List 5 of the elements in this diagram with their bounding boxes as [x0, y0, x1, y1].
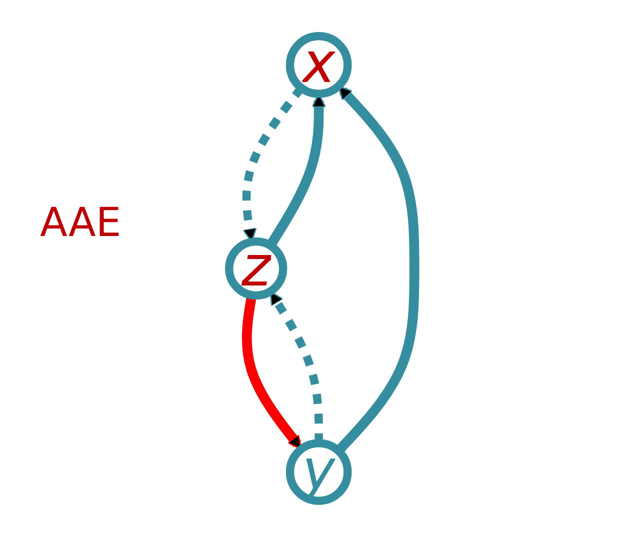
node-circle [286, 439, 352, 505]
arrow [334, 85, 420, 454]
node-circle [224, 237, 287, 300]
diagram-label: AAE [40, 200, 122, 246]
node-circle [286, 32, 352, 98]
